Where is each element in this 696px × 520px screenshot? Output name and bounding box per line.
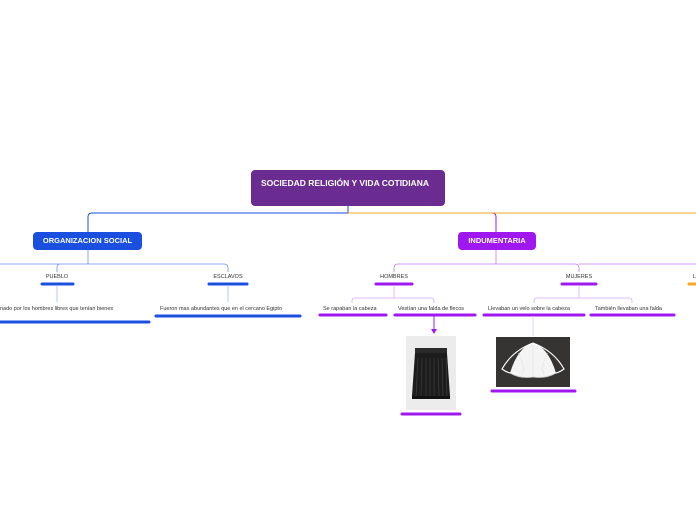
organizacion-social-node[interactable]: ORGANIZACION SOCIAL: [33, 232, 142, 250]
arrow-falda-image: [431, 329, 437, 334]
hombres-node[interactable]: HOMBRES: [380, 274, 408, 280]
root-node[interactable]: SOCIEDAD RELIGIÓN Y VIDA COTIDIANA: [251, 170, 445, 206]
indumentaria-node[interactable]: INDUMENTARIA: [458, 232, 536, 250]
rapaban-node[interactable]: Se rapaban la cabeza: [323, 306, 377, 312]
partial-right-node[interactable]: L: [693, 274, 696, 280]
connector-indumentaria-children: [393, 250, 696, 272]
connector-hombres-children: [351, 285, 435, 303]
velo-node[interactable]: Llevaban un velo sobre la cabeza: [488, 306, 570, 312]
veil-image[interactable]: [496, 337, 570, 387]
skirt-graphic: [406, 336, 456, 410]
connector-root-organizacion: [87, 206, 349, 232]
falda-flecos-node[interactable]: Vestían una falda de flecos: [398, 306, 465, 312]
connector-mujeres-children: [533, 285, 633, 303]
esclavos-detail-node[interactable]: Fueron mas abundantes que en el cercano …: [160, 306, 282, 312]
fringed-skirt-image[interactable]: [406, 336, 456, 410]
connector-organizacion-children: [0, 250, 229, 272]
esclavos-node[interactable]: ESCLAVOS: [213, 274, 243, 280]
indumentaria-label: INDUMENTARIA: [468, 236, 526, 245]
mujeres-node[interactable]: MUJERES: [565, 274, 593, 280]
root-title: SOCIEDAD RELIGIÓN Y VIDA COTIDIANA: [261, 178, 429, 188]
connector-root-indumentaria: [348, 212, 497, 232]
pueblo-detail-node[interactable]: nado por los hombres libres que tenían b…: [0, 306, 114, 312]
tambien-falda-node[interactable]: También llevaban una falda: [595, 306, 662, 312]
organizacion-social-label: ORGANIZACION SOCIAL: [42, 236, 133, 245]
veil-graphic: [496, 337, 570, 387]
pueblo-node[interactable]: PUEBLO: [45, 274, 69, 280]
